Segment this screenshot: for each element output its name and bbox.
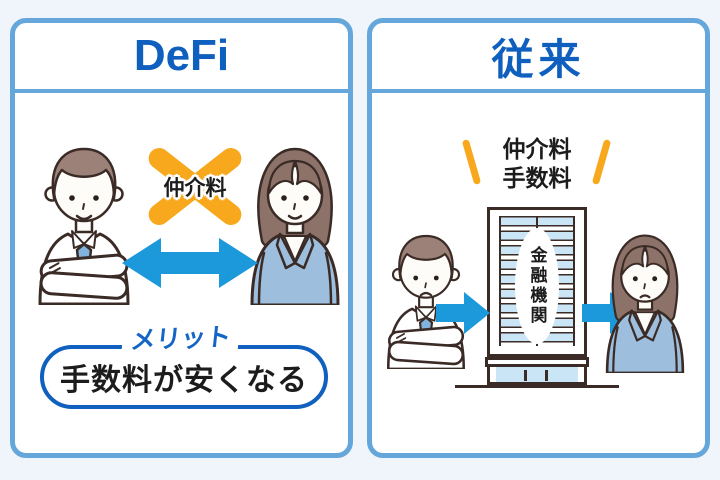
merit-badge: メリット bbox=[15, 316, 348, 358]
man-crossed-arms-icon bbox=[28, 133, 140, 305]
institution-name-oval: 金融機関 bbox=[515, 228, 559, 344]
emphasis-slash-icon bbox=[461, 138, 482, 186]
fee-line-1: 仲介料 bbox=[502, 136, 572, 162]
merit-text: 手数料が安くなる bbox=[60, 364, 308, 397]
door-tick bbox=[523, 370, 527, 381]
ground-line bbox=[455, 385, 619, 388]
building-ground-floor bbox=[487, 367, 587, 385]
woman-icon bbox=[242, 137, 348, 305]
traditional-panel-body: 仲介料 手数料 金融機関 bbox=[372, 93, 705, 453]
traditional-panel-title: 従来 bbox=[372, 23, 705, 93]
traditional-fees-label: 仲介料 手数料 bbox=[487, 135, 587, 193]
woman-icon bbox=[598, 225, 692, 373]
fee-line-2: 手数料 bbox=[502, 164, 572, 191]
emphasis-slash-icon bbox=[591, 138, 612, 186]
defi-panel-body: 仲介料 bbox=[15, 93, 348, 453]
defi-panel-title: DeFi bbox=[15, 23, 348, 93]
traditional-panel: 従来 仲介料 手数料 金融機関 bbox=[367, 18, 710, 458]
crossed-fee-label: 仲介料 bbox=[163, 177, 227, 200]
man-crossed-arms-icon bbox=[378, 223, 474, 369]
building-beam bbox=[485, 357, 589, 367]
double-headed-arrow-icon bbox=[119, 233, 261, 298]
right-arrow-icon bbox=[434, 289, 492, 342]
financial-institution-building-icon: 金融機関 bbox=[455, 207, 619, 389]
crossed-fee-group: 仲介料 bbox=[141, 139, 249, 233]
ground-floor-glass bbox=[496, 367, 578, 382]
door-tick bbox=[545, 370, 549, 381]
defi-panel: DeFi bbox=[10, 18, 353, 458]
institution-label: 金融機関 bbox=[527, 246, 547, 326]
building-tower: 金融機関 bbox=[487, 207, 587, 357]
merit-badge-label: メリット bbox=[121, 316, 242, 358]
